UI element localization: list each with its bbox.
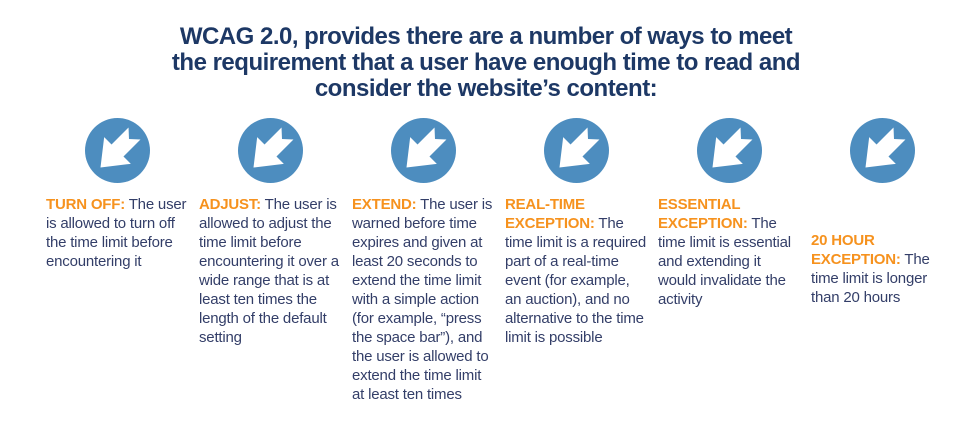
title-line-2: the requirement that a user have enough … — [171, 49, 801, 76]
arrow-down-left-circle-icon — [199, 118, 341, 183]
item-description: 20 HOUR EXCEPTION: The time limit is lon… — [811, 231, 953, 307]
item-description: ESSENTIAL EXCEPTION: The time limit is e… — [658, 195, 800, 309]
arrow-down-left-circle-icon — [811, 118, 953, 183]
items-row: TURN OFF: The user is allowed to turn of… — [0, 102, 972, 404]
item-label: EXTEND: — [352, 196, 417, 213]
item-body: The user is warned before time expires a… — [352, 196, 493, 403]
item-body: The user is allowed to turn off the time… — [46, 196, 187, 270]
page-title: WCAG 2.0, provides there are a number of… — [126, 24, 846, 102]
item-label: ADJUST: — [199, 196, 261, 213]
arrow-down-left-circle-icon — [46, 118, 188, 183]
item-extend: EXTEND: The user is warned before time e… — [352, 118, 494, 404]
item-label: REAL-TIME EXCEPTION: — [505, 196, 595, 232]
item-body: The time limit is longer than 20 hours — [811, 251, 930, 306]
item-body: The time limit is essential and extendin… — [658, 215, 791, 308]
item-description: ADJUST: The user is allowed to adjust th… — [199, 195, 341, 347]
item-description: REAL-TIME EXCEPTION: The time limit is a… — [505, 195, 647, 347]
item-real-time-exception: REAL-TIME EXCEPTION: The time limit is a… — [505, 118, 647, 404]
arrow-down-left-circle-icon — [505, 118, 647, 183]
item-label: TURN OFF: — [46, 196, 126, 213]
item-description: EXTEND: The user is warned before time e… — [352, 195, 494, 404]
item-adjust: ADJUST: The user is allowed to adjust th… — [199, 118, 341, 404]
arrow-down-left-circle-icon — [658, 118, 800, 183]
item-description: TURN OFF: The user is allowed to turn of… — [46, 195, 188, 271]
item-turn-off: TURN OFF: The user is allowed to turn of… — [46, 118, 188, 404]
item-body: The user is allowed to adjust the time l… — [199, 196, 339, 346]
title-line-1: WCAG 2.0, provides there are a number of… — [179, 23, 793, 50]
item-label: 20 HOUR EXCEPTION: — [811, 232, 901, 268]
item-label: ESSENTIAL EXCEPTION: — [658, 196, 748, 232]
title-line-3: consider the website’s content: — [314, 75, 658, 102]
arrow-down-left-circle-icon — [352, 118, 494, 183]
item-essential-exception: ESSENTIAL EXCEPTION: The time limit is e… — [658, 118, 800, 404]
item-body: The time limit is a required part of a r… — [505, 215, 647, 346]
item-20-hour-exception: 20 HOUR EXCEPTION: The time limit is lon… — [811, 118, 953, 404]
